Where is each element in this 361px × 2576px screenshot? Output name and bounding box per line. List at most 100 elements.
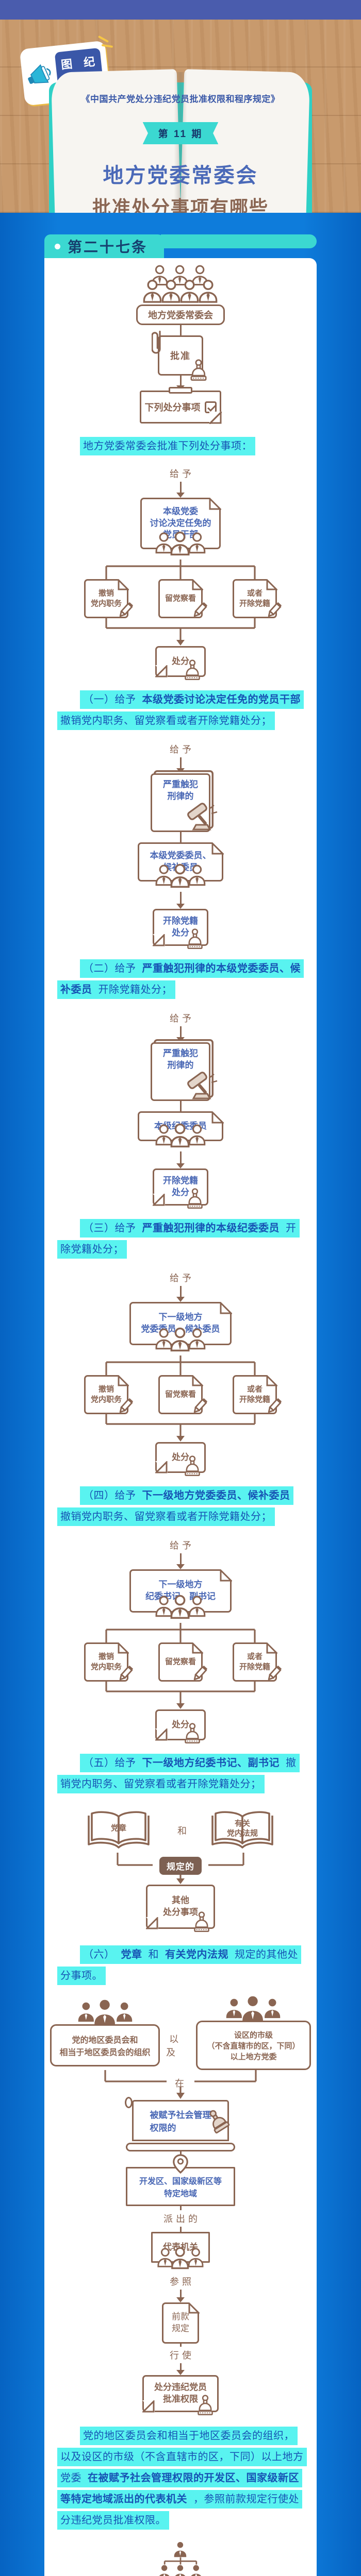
subject-doc: 下一级地方 纪委书记、副书记 <box>129 1569 232 1619</box>
prev-doc: 前款 规定 <box>162 2302 200 2344</box>
dispatched-connector: 派出的 <box>160 2206 201 2232</box>
folded-corner-icon <box>211 1111 224 1124</box>
stipulated-connector: 规定的 <box>57 1853 304 1885</box>
give-label: 给予 <box>170 1273 194 1283</box>
matters-box: 下列处分事项 <box>140 387 222 424</box>
section-tab: 第二十七条 <box>44 234 164 258</box>
megaphone-icon <box>28 64 51 84</box>
open-book-icon <box>211 1811 273 1849</box>
result-doc: 处分 <box>155 1442 206 1477</box>
folded-corner-icon <box>191 1642 203 1654</box>
merge-bracket <box>105 1682 256 1709</box>
folded-corner-icon <box>188 2302 200 2314</box>
folded-corner-icon <box>266 1642 277 1654</box>
stamp-icon <box>194 1911 209 1933</box>
exercise-connector: 行使 <box>167 2344 194 2375</box>
folded-corner-icon <box>152 1193 165 1206</box>
cause-doc: 严重触犯 刑律的 <box>151 1042 218 1101</box>
flow-item6: 党章 和 有关 党内法规 <box>44 1795 317 1987</box>
connector-arrow <box>176 482 185 498</box>
connector-arrow <box>176 1286 185 1302</box>
scroll-doc: 被赋予社会管理 权限的 <box>125 2097 235 2151</box>
result-label: 其他 处分事项 <box>163 1895 198 1917</box>
zone-label: 开发区、国家级新区等 特定地域 <box>139 2177 222 2198</box>
agency-box: 代表机关 <box>151 2232 210 2269</box>
flow-item4: 给予 下一级地方 党委委员、候补委员 撤销 党内职务 留党察看 <box>44 1260 317 1528</box>
solid-group-icon <box>78 1999 132 2025</box>
folded-corner-icon <box>152 934 165 946</box>
highlight-para2: 党的地区委员会和相当于地区委员会的组织，以及设区的市级（不含直辖市的区，下同）以… <box>57 2426 307 2531</box>
give-connector: 给予 <box>167 741 194 773</box>
highlight-item3: （三）给予严重触犯刑律的本级纪委委员开除党籍处分； <box>57 1218 304 1260</box>
exercise-label: 行使 <box>170 2350 194 2361</box>
pencil-icon <box>119 1666 134 1681</box>
highlight-item2: （二）给予严重触犯刑律的本级党委委员、候补委员开除党籍处分； <box>57 958 304 1001</box>
section-tab-title: 第二十七条 <box>68 240 148 256</box>
org-row: 党的地区委员会和 相当于地区委员会的组织 以及 设区的市级 （不含直辖市的区，下… <box>50 1996 311 2070</box>
merge-bracket <box>105 1414 256 1442</box>
folded-corner-icon <box>155 1461 168 1473</box>
folded-corner-icon <box>266 579 277 590</box>
connector-line <box>179 2206 182 2210</box>
wood-background: 图解纪法 《中国共产党处分违纪党员批准权限和程序规定》 第 11 期 地方党委常… <box>0 20 361 230</box>
org-label: 党的地区委员会和 相当于地区委员会的组织 <box>59 2036 151 2057</box>
subject-doc: 下一级地方 党委委员、候补委员 <box>129 1301 232 1352</box>
branch-doc-expel: 或者 开除党籍 <box>233 1375 282 1414</box>
branch-doc-revoke: 撤销 党内职务 <box>84 1642 134 1682</box>
solid-group-icon <box>226 1996 281 2022</box>
people-icon <box>155 1327 206 1352</box>
cause-text: 严重触犯 刑律的 <box>163 1048 198 1070</box>
pencil-icon <box>119 602 134 617</box>
and-label: 和 <box>177 1826 187 1836</box>
highlight-item1: （一）给予本级党委讨论决定任免的党员干部撤销党内职务、留党察看或者开除党籍处分； <box>57 689 304 732</box>
connector-arrow <box>176 2290 185 2302</box>
result-doc: 开除党籍 处分 <box>152 909 208 950</box>
folded-corner-icon <box>155 665 168 677</box>
branch-doc-revoke: 撤销 党内职务 <box>84 1375 134 1414</box>
branch-label: 留党察看 <box>165 1389 196 1399</box>
connector-line <box>179 2344 182 2347</box>
folded-corner-icon <box>266 1375 277 1386</box>
connector-line <box>179 832 182 842</box>
party-charter-book: 党章 <box>86 1808 152 1853</box>
folded-corner-icon <box>211 842 224 855</box>
connector-lines <box>104 2070 257 2099</box>
power-label: 处分违纪党员 批准权限 <box>154 2382 207 2404</box>
folded-corner-icon <box>145 1917 158 1929</box>
connector-line <box>179 2227 182 2232</box>
subject-doc: 本级纪委委员 <box>138 1111 224 1148</box>
branch-label: 或者 开除党籍 <box>239 1384 270 1404</box>
crowd-icon <box>143 265 218 303</box>
location-pin-icon <box>173 2154 188 2174</box>
branch-label: 撤销 党内职务 <box>90 1384 122 1404</box>
branch-bracket <box>105 1355 256 1375</box>
people-icon <box>155 1595 206 1619</box>
branch-bracket <box>105 1623 256 1642</box>
connector-arrow <box>176 2363 185 2375</box>
branch-doc-expel: 或者 开除党籍 <box>233 579 282 618</box>
connector-arrow <box>176 1026 185 1042</box>
give-label: 给予 <box>170 1013 194 1024</box>
highlight-item6: （六）党章和有关党内法规规定的其他处分事项。 <box>57 1944 304 1987</box>
zone-box: 开发区、国家级新区等 特定地域 <box>126 2154 235 2206</box>
committee-box: 地方党委常委会 <box>136 304 225 325</box>
prev-label: 前款 规定 <box>172 2312 189 2333</box>
people-icon <box>157 2247 204 2269</box>
folded-corner-icon <box>142 2400 155 2413</box>
subject-doc: 本级党委委员、 候补委员 <box>138 842 224 888</box>
scroll-text: 被赋予社会管理 权限的 <box>150 2110 211 2133</box>
subject-text: 本级党委委员、 候补委员 <box>150 851 211 872</box>
connector-arrow <box>176 1553 185 1569</box>
flow-para2: 党的地区委员会和 相当于地区委员会的组织 以及 设区的市级 （不含直辖市的区，下… <box>44 1987 317 2531</box>
connector-arrow <box>176 757 185 773</box>
people-icon <box>155 531 206 556</box>
result-label: 处分 <box>172 1719 189 1730</box>
agency-label: 代表机关 <box>163 2242 198 2252</box>
stamp-icon <box>190 359 207 381</box>
give-connector: 给予 <box>167 1537 194 1569</box>
flow-item1: 给予 本级党委 讨论决定任免的 党员干部 撤销 党内职务 留党察看 <box>44 457 317 732</box>
bullet-dot-icon <box>55 243 60 249</box>
people-icon <box>155 863 206 888</box>
flow-intro: 地方党委常委会 批准 下列处分事项 地方党委常委会批准下列处分事项： <box>44 258 317 457</box>
folded-corner-icon <box>219 1301 232 1314</box>
